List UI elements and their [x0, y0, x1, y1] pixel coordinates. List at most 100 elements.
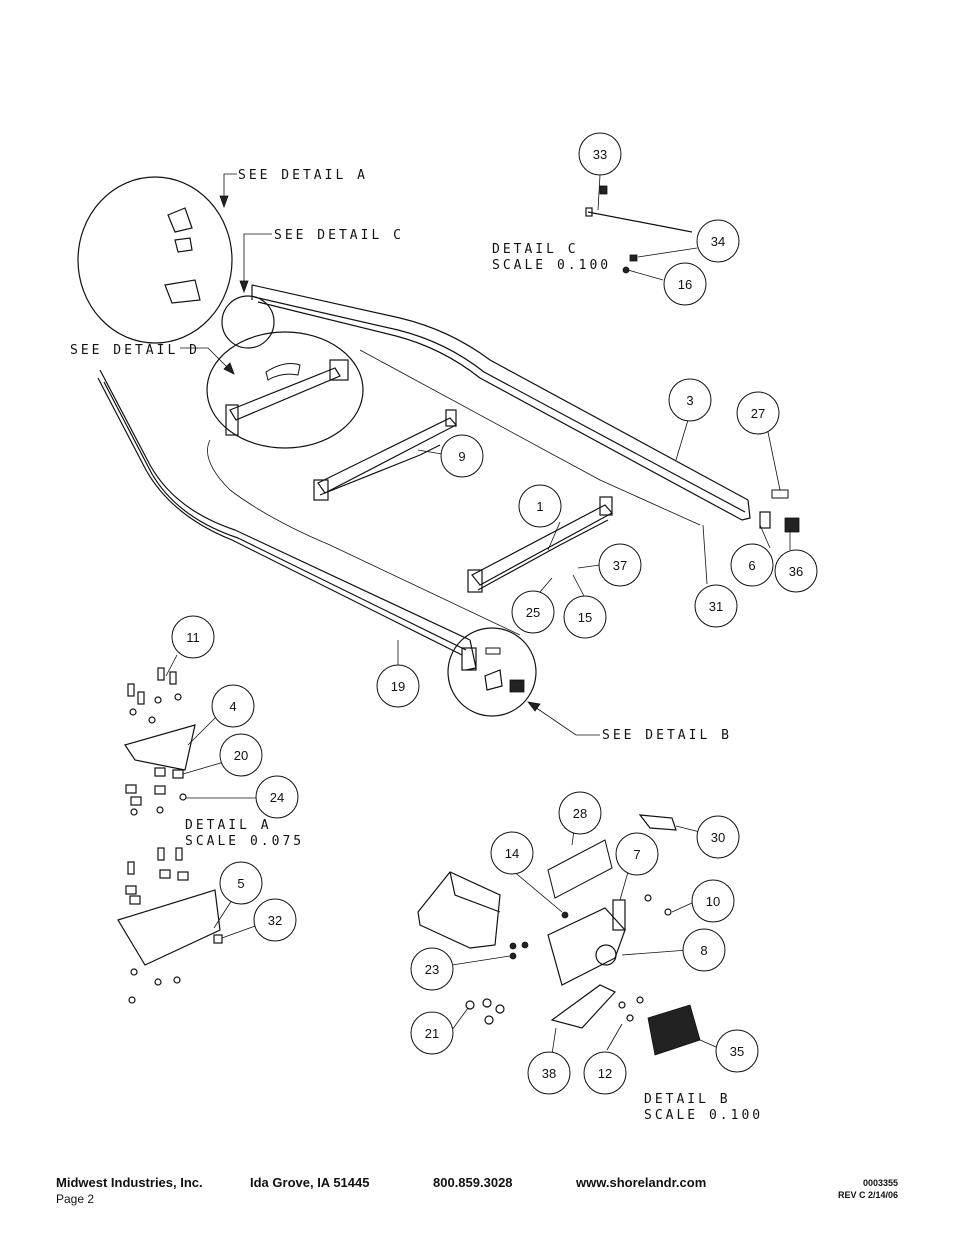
detail-c-circle	[221, 295, 275, 349]
callout-circle	[696, 219, 740, 263]
callout-6: 6	[730, 543, 774, 587]
footer-city: Ida Grove, IA 51445	[250, 1175, 370, 1190]
callout-12: 12	[583, 1051, 627, 1095]
callout-circle	[715, 1029, 759, 1073]
callout-number: 16	[678, 277, 692, 292]
detail-a-exploded	[117, 667, 223, 1004]
footer-page-number: Page 2	[56, 1192, 95, 1206]
detail-a-scale: SCALE 0.075	[185, 834, 304, 849]
callout-31: 31	[694, 584, 738, 628]
callout-27: 27	[736, 391, 780, 435]
detail-a-title: DETAIL A	[185, 818, 272, 833]
detail-c-hardware	[585, 185, 693, 274]
rail-end-hardware	[759, 489, 800, 533]
callout-circle	[696, 815, 740, 859]
callout-11: 11	[171, 615, 215, 659]
callout-circle	[583, 1051, 627, 1095]
callout-number: 36	[789, 564, 803, 579]
callout-circle	[518, 484, 562, 528]
callout-3: 3	[668, 378, 712, 422]
callout-24: 24	[255, 775, 299, 819]
detail-d-circle	[206, 331, 364, 449]
callout-circle	[668, 378, 712, 422]
callout-circle	[527, 1051, 571, 1095]
detail-b-circle	[447, 627, 537, 717]
callout-number: 24	[270, 790, 284, 805]
see-detail-a-label: SEE DETAIL A	[238, 168, 368, 183]
callout-21: 21	[410, 1011, 454, 1055]
callout-number: 11	[186, 630, 200, 645]
callout-circle	[578, 132, 622, 176]
callout-23: 23	[410, 947, 454, 991]
callout-5: 5	[219, 861, 263, 905]
callout-circle	[730, 543, 774, 587]
callout-number: 34	[711, 234, 725, 249]
callout-circle	[440, 434, 484, 478]
see-detail-b-label: SEE DETAIL B	[602, 728, 732, 743]
callout-number: 3	[686, 393, 693, 408]
callout-15: 15	[563, 595, 607, 639]
callout-number: 10	[706, 894, 720, 909]
callout-number: 28	[573, 806, 587, 821]
detail-b-hitch	[461, 647, 525, 693]
callout-number: 19	[391, 679, 405, 694]
callout-28: 28	[558, 791, 602, 835]
callout-36: 36	[774, 549, 818, 593]
callout-circle	[682, 928, 726, 972]
callout-8: 8	[682, 928, 726, 972]
callout-number: 25	[526, 605, 540, 620]
callout-number: 7	[633, 847, 640, 862]
exploded-parts-drawing: SEE DETAIL A SEE DETAIL C SEE DETAIL D S…	[70, 132, 818, 1123]
callout-circle	[663, 262, 707, 306]
callout-30: 30	[696, 815, 740, 859]
callout-37: 37	[598, 543, 642, 587]
callout-number: 12	[598, 1066, 612, 1081]
callout-circle	[774, 549, 818, 593]
see-detail-d-label: SEE DETAIL D	[70, 343, 200, 358]
callout-25: 25	[511, 590, 555, 634]
detail-c-scale: SCALE 0.100	[492, 258, 611, 273]
callout-number: 20	[234, 748, 248, 763]
detail-b-scale: SCALE 0.100	[644, 1108, 763, 1123]
callout-number: 5	[237, 876, 244, 891]
callout-circle	[410, 1011, 454, 1055]
callout-32: 32	[253, 898, 297, 942]
callout-7: 7	[615, 832, 659, 876]
detail-a-plates	[164, 207, 201, 304]
callout-circle	[511, 590, 555, 634]
callout-circle	[219, 733, 263, 777]
callout-number: 31	[709, 599, 723, 614]
callout-circle	[563, 595, 607, 639]
callout-circle	[255, 775, 299, 819]
detail-a-circle	[77, 176, 233, 344]
footer-phone: 800.859.3028	[433, 1175, 513, 1190]
footer-company: Midwest Industries, Inc.	[56, 1175, 203, 1190]
footer-doc-number: 0003355	[862, 1178, 898, 1188]
callout-number: 32	[268, 913, 282, 928]
cross-member-1	[467, 496, 613, 593]
callout-circle	[490, 831, 534, 875]
see-detail-c-label: SEE DETAIL C	[274, 228, 404, 243]
detail-d-cross-member	[225, 359, 349, 436]
callout-number: 4	[229, 699, 236, 714]
callout-number: 9	[458, 449, 465, 464]
callout-10: 10	[691, 879, 735, 923]
callout-number: 38	[542, 1066, 556, 1081]
callout-circle	[376, 664, 420, 708]
callout-14: 14	[490, 831, 534, 875]
callout-circle	[219, 861, 263, 905]
callout-9: 9	[440, 434, 484, 478]
callout-number: 15	[578, 610, 592, 625]
callout-19: 19	[376, 664, 420, 708]
callout-number: 14	[505, 846, 519, 861]
leader-arrowheads	[219, 195, 541, 712]
callout-16: 16	[663, 262, 707, 306]
detail-b-title: DETAIL B	[644, 1092, 731, 1107]
callout-33: 33	[578, 132, 622, 176]
cross-member-9	[313, 409, 457, 501]
callout-circle	[694, 584, 738, 628]
callout-20: 20	[219, 733, 263, 777]
callout-number: 8	[700, 943, 707, 958]
callout-number: 21	[425, 1026, 439, 1041]
